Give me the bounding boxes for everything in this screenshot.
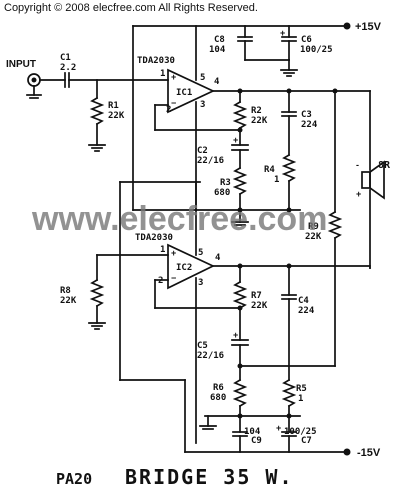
c3-value: 224	[301, 120, 318, 130]
r6-ref: R6	[213, 383, 224, 393]
ic1-plus-input: +	[171, 72, 176, 82]
ground-symbol	[231, 221, 249, 226]
footer-model: PA20	[56, 470, 92, 488]
ic2-pin1: 1	[160, 245, 165, 255]
c2-value: 22/16	[197, 156, 224, 166]
ic1-pin5: 5	[200, 73, 205, 83]
c9-ref: C9	[251, 436, 262, 446]
c4-ref: C4	[298, 296, 309, 306]
c8-ref: C8	[214, 35, 225, 45]
positive-supply-section: +15V C8 104 + C6 100/25	[132, 21, 382, 211]
ground-symbol	[26, 94, 42, 99]
input-section: INPUT C1 2.2 R1 22K	[6, 53, 169, 152]
ic2-pin3: 3	[198, 278, 203, 288]
c5-plus-mark: +	[233, 330, 238, 340]
speaker-plus: +	[356, 189, 361, 199]
r2-resistor	[232, 100, 248, 130]
c6-ref: C6	[301, 35, 312, 45]
r4-resistor	[281, 153, 297, 183]
footer-title: BRIDGE 35 W.	[125, 465, 294, 489]
c3-ref: C3	[301, 110, 312, 120]
r2-ref: R2	[251, 106, 262, 116]
c2-plus-mark: +	[233, 135, 238, 145]
r8-resistor	[89, 278, 105, 308]
ic1-pin4: 4	[214, 77, 220, 87]
ic1-pin1: 1	[160, 69, 165, 79]
ic2-minus-input: −	[171, 273, 176, 283]
ic1-pin2: 2	[166, 105, 171, 115]
ic2-pin4: 4	[215, 253, 221, 263]
c7-ref: C7	[301, 436, 312, 446]
c7-value: 100/25	[284, 427, 317, 437]
ic2-name: IC2	[176, 263, 192, 273]
c5-ref: C5	[197, 341, 208, 351]
positive-supply-terminal	[343, 22, 351, 30]
ic2-pin5: 5	[198, 248, 203, 258]
r1-ref: R1	[108, 101, 119, 111]
r9-ref: R9	[308, 222, 319, 232]
r1-value: 22K	[108, 111, 125, 121]
c9-value: 104	[244, 427, 261, 437]
ground-symbol	[88, 144, 106, 152]
r5-resistor	[281, 378, 297, 408]
c6-plus-mark: +	[280, 28, 285, 38]
r3-value: 680	[214, 188, 230, 198]
speaker-ref: 8R	[378, 160, 391, 171]
r1-resistor	[89, 96, 105, 126]
c1-value: 2.2	[60, 63, 76, 73]
r9-value: 22K	[305, 232, 322, 242]
ic2-amplifier: TDA2030 IC2 + − 1 2 3 4 5	[135, 233, 221, 290]
r7-ref: R7	[251, 291, 262, 301]
ic1-amplifier: TDA2030 IC1 + − 1 2 3 4 5	[137, 56, 220, 115]
r7-resistor	[232, 280, 248, 310]
ground-symbol	[280, 69, 298, 77]
c6-value: 100/25	[300, 45, 333, 55]
r4-ref: R4	[264, 165, 275, 175]
r8-ref: R8	[60, 286, 71, 296]
r9-resistor	[327, 210, 343, 240]
c8-value: 104	[209, 45, 226, 55]
r3-ref: R3	[220, 178, 231, 188]
r5-ref: R5	[296, 384, 307, 394]
c2-ref: C2	[197, 146, 208, 156]
ground-symbol	[88, 322, 106, 330]
c7-plus-mark: +	[276, 423, 281, 433]
ic1-pin3: 3	[200, 100, 205, 110]
ic2-type: TDA2030	[135, 233, 173, 243]
speaker-minus: -	[356, 160, 359, 170]
r6-resistor	[232, 378, 248, 408]
r7-value: 22K	[251, 301, 268, 311]
c5-value: 22/16	[197, 351, 224, 361]
ic1-name: IC1	[176, 88, 192, 98]
ic2-pin2: 2	[158, 276, 163, 286]
watermark: www.elecfree.com	[31, 200, 327, 238]
c1-ref: C1	[60, 53, 71, 63]
speaker-8r: 8R - +	[356, 90, 391, 269]
r4-value: 1	[274, 175, 279, 185]
ic1-type: TDA2030	[137, 56, 175, 66]
c4-value: 224	[298, 306, 315, 316]
r8-value: 22K	[60, 296, 77, 306]
r5-value: 1	[298, 394, 303, 404]
positive-supply-label: +15V	[355, 21, 382, 33]
r2-value: 22K	[251, 116, 268, 126]
ic2-plus-input: +	[171, 248, 176, 258]
copyright-text: Copyright © 2008 elecfree.com All Rights…	[4, 2, 258, 14]
negative-supply-terminal	[343, 448, 351, 456]
r6-value: 680	[210, 393, 226, 403]
negative-supply-label: -15V	[357, 447, 381, 459]
ic1-minus-input: −	[171, 98, 176, 108]
r3-resistor	[232, 166, 248, 196]
input-label: INPUT	[6, 59, 36, 70]
